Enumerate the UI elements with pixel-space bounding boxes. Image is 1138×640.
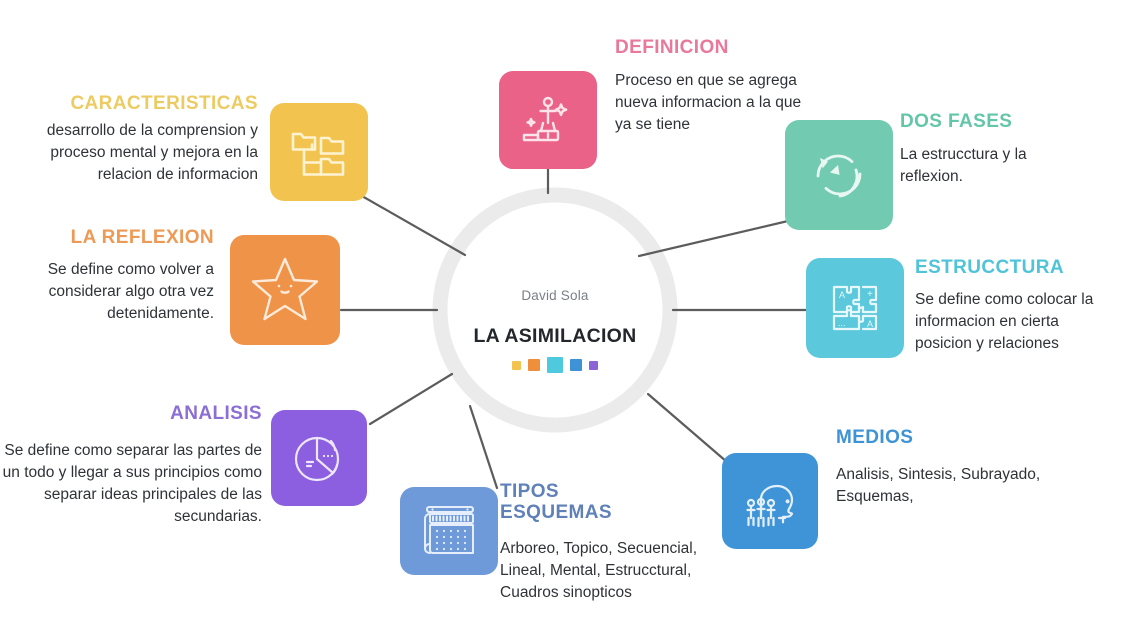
svg-text:A: A [839, 290, 845, 300]
block-tipos-esquemas: TIPOS ESQUEMAS Arboreo, Topico, Secuenci… [500, 481, 715, 604]
body-la-reflexion: Se define como volver a considerar algo … [47, 261, 214, 323]
tile-dos-fases[interactable] [785, 120, 893, 230]
heading-analisis: ANALISIS [170, 403, 262, 424]
svg-text:A: A [867, 319, 873, 329]
notebook-calendar-icon [424, 506, 474, 554]
connector-tipos-esquemas [468, 404, 499, 490]
body-caracteristicas: desarrollo de la comprension y proceso m… [46, 122, 258, 184]
tile-caracteristicas[interactable] [270, 103, 368, 201]
body-medios: Analisis, Sintesis, Subrayado, Esquemas, [836, 466, 1041, 506]
heading-definicion: DEFINICION [615, 37, 729, 58]
hub-title: LA ASIMILACION [473, 325, 637, 347]
hub-center: David Sola LA ASIMILACION [433, 288, 677, 373]
block-medios: MEDIOS Analisis, Sintesis, Subrayado, Es… [836, 427, 1066, 508]
folder-tree-icon [291, 132, 345, 176]
swatch-blue [570, 359, 582, 371]
tile-tipos-esquemas[interactable] [400, 487, 498, 575]
block-estrucctura: ESTRUCCTURA Se define como colocar la in… [915, 257, 1115, 355]
block-la-reflexion: LA REFLEXION Se define como volver a con… [0, 227, 214, 325]
person-podium-icon [522, 96, 568, 142]
hub-ring [432, 187, 678, 433]
body-estrucctura: Se define como colocar la informacion en… [915, 291, 1094, 353]
body-analisis: Se define como separar las partes de un … [2, 442, 262, 526]
heading-dos-fases: DOS FASES [900, 111, 1013, 132]
block-analisis: ANALISIS Se define como separar las part… [0, 403, 262, 528]
body-tipos-esquemas: Arboreo, Topico, Secuencial, Lineal, Men… [500, 539, 698, 601]
connector-analisis [368, 372, 454, 426]
tile-estrucctura[interactable]: A + ... A [806, 258, 904, 358]
block-definicion: DEFINICION Proceso en que se agrega nuev… [615, 37, 810, 136]
cycle-arrows-icon [816, 154, 862, 198]
heading-la-reflexion: LA REFLEXION [70, 227, 214, 248]
swatch-yellow [512, 360, 521, 370]
heading-caracteristicas: CARACTERISTICAS [70, 93, 258, 114]
heading-medios: MEDIOS [836, 427, 914, 448]
tile-analisis[interactable] [271, 410, 367, 506]
hub-author: David Sola [521, 288, 589, 303]
head-people-icon [746, 484, 794, 528]
tile-la-reflexion[interactable] [230, 235, 340, 345]
heading-estrucctura: ESTRUCCTURA [915, 257, 1065, 278]
tile-medios[interactable] [722, 453, 818, 549]
puzzle-pieces-icon: A + ... A [832, 285, 878, 331]
star-face-icon [251, 257, 319, 321]
body-definicion: Proceso en que se agrega nueva informaci… [615, 72, 802, 134]
swatch-cyan [547, 357, 563, 373]
svg-text:+: + [867, 289, 873, 300]
body-dos-fases: La estrucctura y la reflexion. [900, 146, 1027, 186]
connector-dos-fases [637, 219, 790, 258]
swatch-purple [589, 360, 598, 370]
connector-caracteristicas [353, 190, 467, 257]
pie-chart-icon [294, 436, 340, 482]
svg-text:...: ... [838, 318, 846, 328]
swatch-orange [528, 359, 540, 371]
block-caracteristicas: CARACTERISTICAS desarrollo de la compren… [10, 93, 258, 186]
hub-swatch-row [433, 357, 677, 373]
heading-tipos-esquemas: TIPOS ESQUEMAS [500, 481, 612, 524]
tile-definicion[interactable] [499, 71, 597, 169]
connector-medios [646, 392, 729, 464]
block-dos-fases: DOS FASES La estrucctura y la reflexion. [900, 111, 1090, 188]
